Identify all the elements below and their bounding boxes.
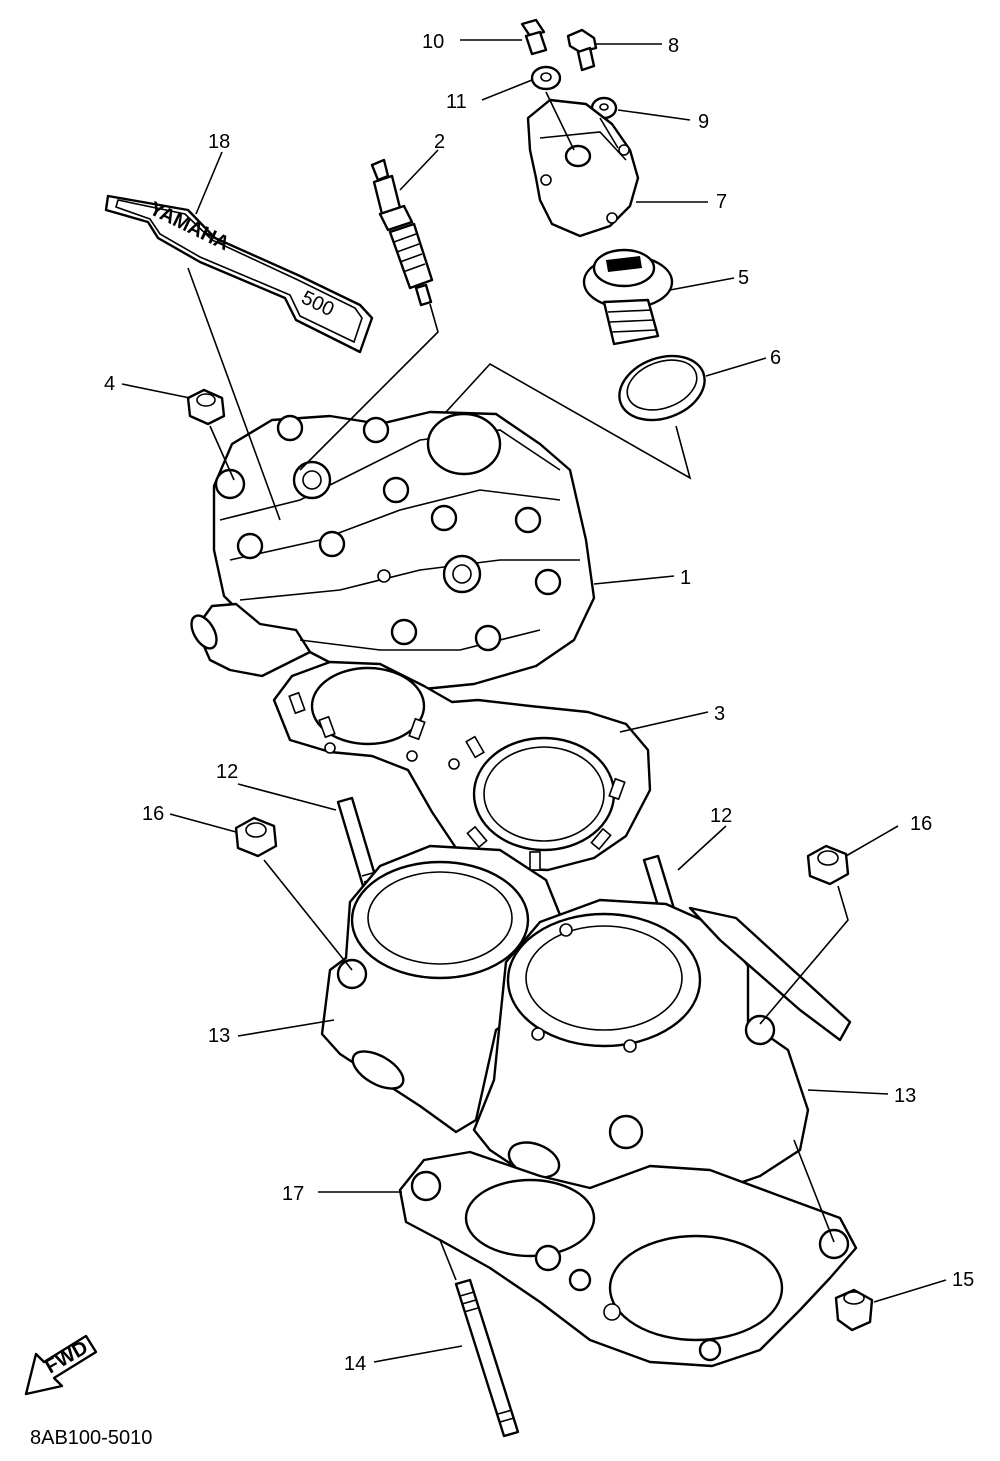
nut-16-left-part: [234, 816, 278, 858]
callout-1: 1: [680, 567, 691, 589]
callout-13-right: 13: [894, 1085, 916, 1107]
callout-9: 9: [698, 111, 709, 133]
cylinder-head-part: [190, 410, 596, 692]
cylinder-right-part: [472, 898, 852, 1230]
callout-15: 15: [952, 1269, 974, 1291]
callout-10: 10: [422, 31, 444, 53]
cylinder-left-part: [320, 844, 568, 1134]
callout-labels: 1 2 3 4 5 6 7 8 9 10 11 12 12 13 13 14 1…: [104, 31, 974, 1375]
callout-18: 18: [208, 131, 230, 153]
bolt-10-part: [520, 18, 548, 56]
callout-11: 11: [446, 91, 467, 113]
callout-5: 5: [738, 267, 749, 289]
nut-16-right-part: [806, 844, 850, 886]
cap-nut-15-part: [834, 1288, 874, 1332]
assembly-lines: [187, 91, 849, 1281]
washer-11-part: [530, 65, 562, 91]
callout-6: 6: [770, 347, 781, 369]
thermostat-part: [582, 248, 674, 346]
callout-17: 17: [282, 1183, 304, 1205]
callout-2: 2: [434, 131, 445, 153]
fwd-label: FWD: [42, 1337, 92, 1379]
base-gasket-part: [398, 1150, 858, 1368]
nut-4-part: [186, 388, 226, 426]
emblem-plate-part: YAMAHA 500: [104, 194, 374, 354]
head-gasket-part: [272, 660, 652, 872]
thermostat-cover-part: [526, 98, 640, 238]
callout-13-left: 13: [208, 1025, 230, 1047]
leader-lines: [121, 39, 947, 1363]
callout-12-left: 12: [216, 761, 238, 783]
drawing-code: 8AB100-5010: [30, 1427, 152, 1449]
bolt-8-part: [566, 28, 598, 72]
callout-8: 8: [668, 35, 679, 57]
o-ring-part: [618, 354, 706, 422]
callout-7: 7: [716, 191, 727, 213]
callout-14: 14: [344, 1353, 366, 1375]
fwd-arrow-icon: FWD: [24, 1334, 98, 1396]
callout-3: 3: [714, 703, 725, 725]
callout-12-right: 12: [710, 805, 732, 827]
callout-4: 4: [104, 373, 115, 395]
spark-plug-part: [370, 158, 434, 307]
callout-16-right: 16: [910, 813, 932, 835]
callout-16-left: 16: [142, 803, 164, 825]
long-stud-part: [454, 1278, 520, 1438]
